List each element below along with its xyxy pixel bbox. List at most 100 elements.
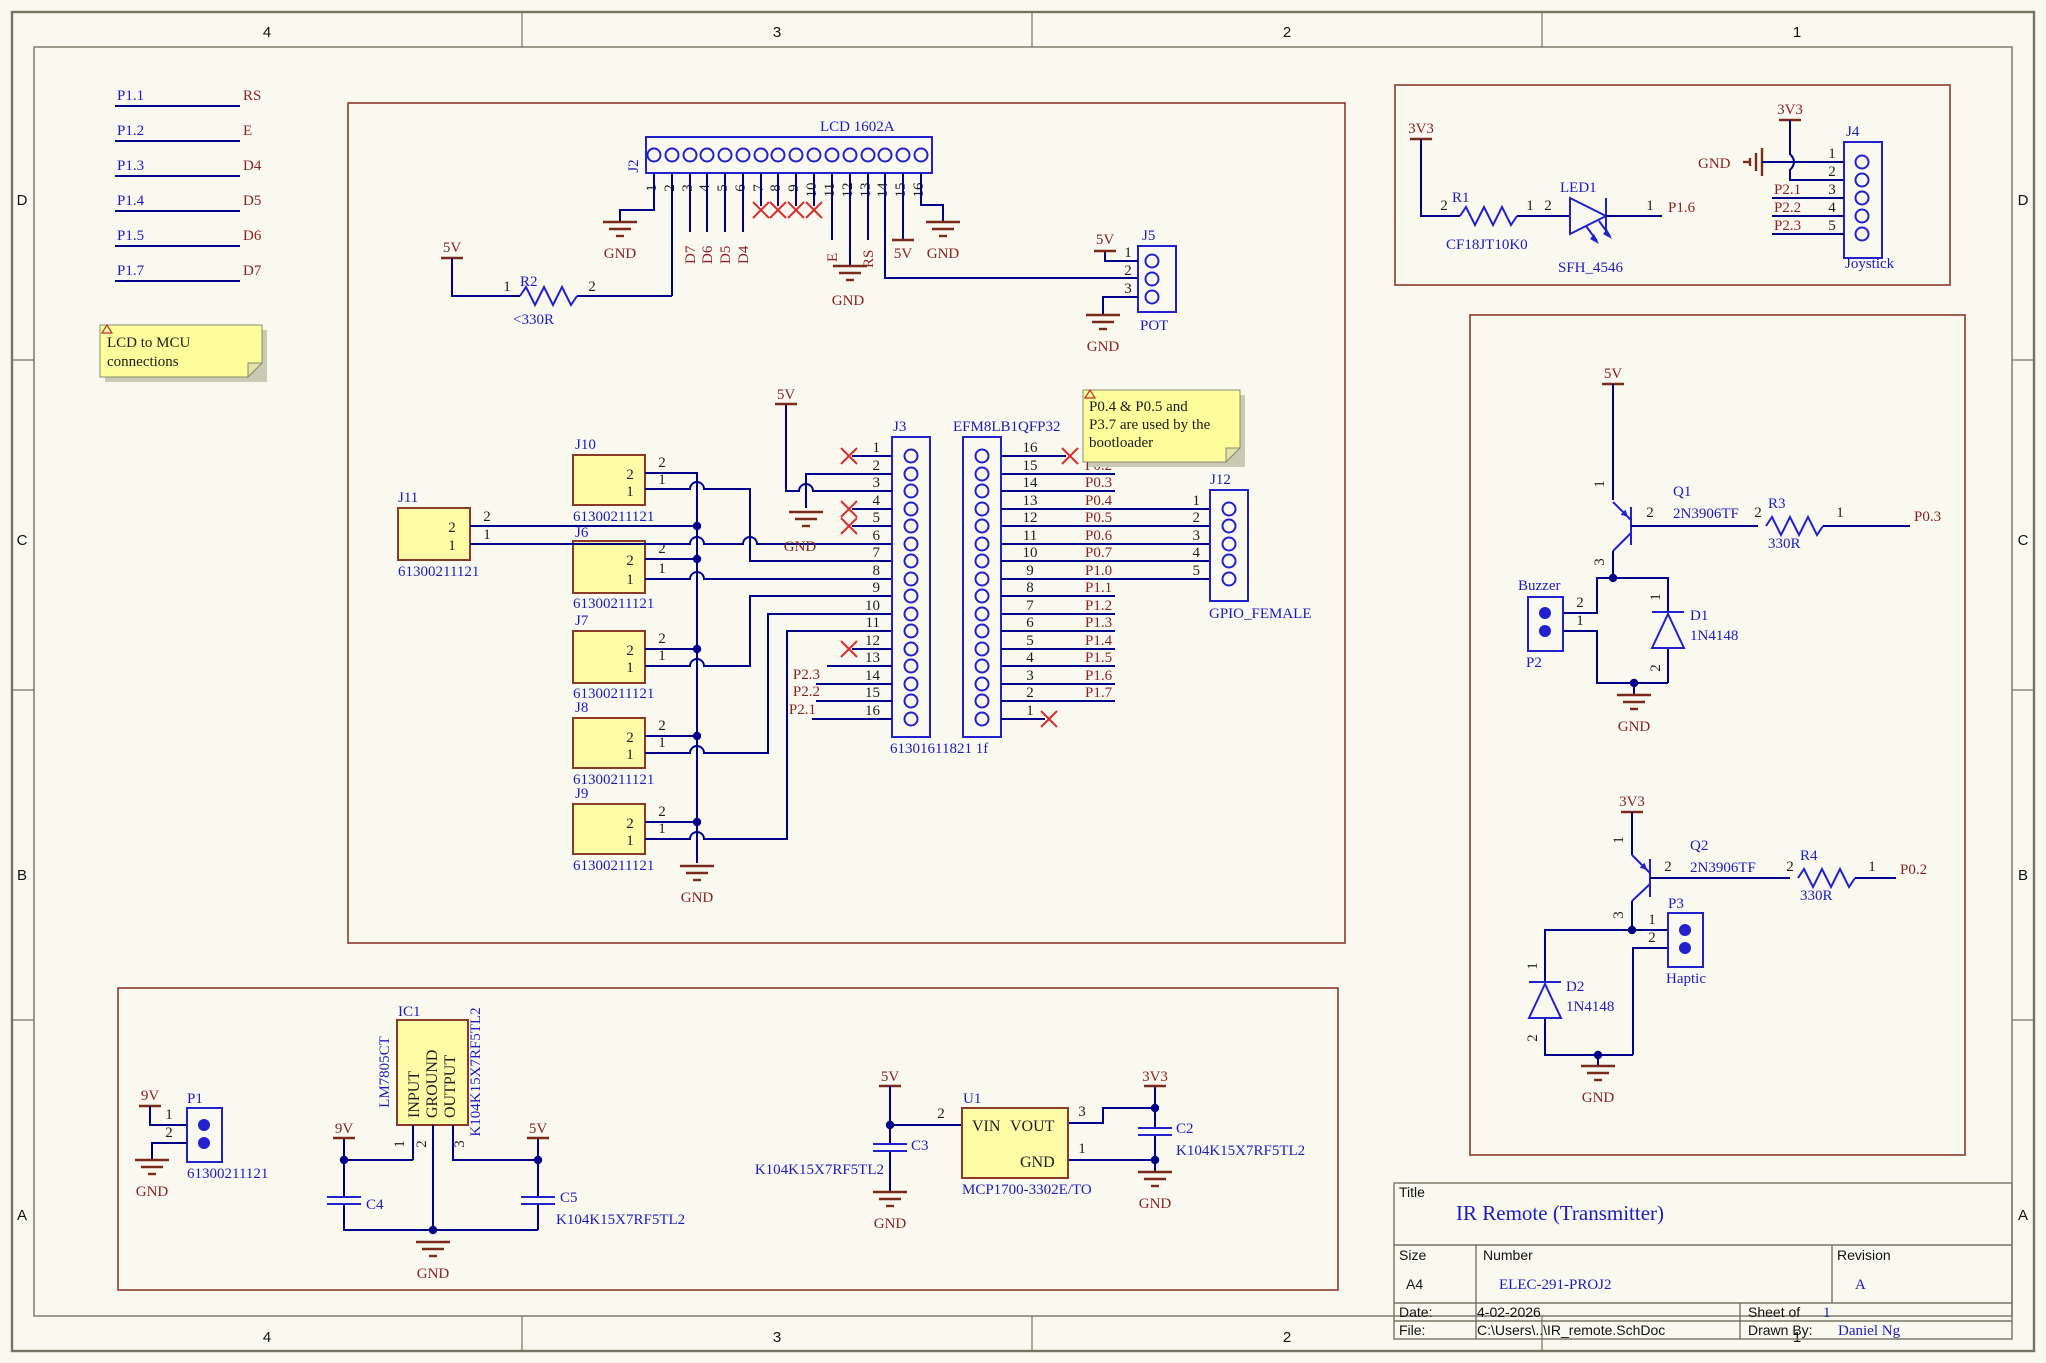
transistor-q2 [1631,854,1651,902]
svg-text:9: 9 [873,580,881,596]
svg-text:P3.7 are used by the: P3.7 are used by the [1089,417,1211,433]
svg-text:3: 3 [1193,528,1201,544]
button-connectors: J10 2 1 2 1 61300211121 J11 2 1 2 1 6130… [397,437,892,906]
svg-text:2: 2 [873,458,881,474]
svg-text:J9: J9 [575,786,588,802]
designator: J12 [1210,472,1231,488]
zone-col: 1 [1793,1329,1801,1346]
tb-drawn: Daniel Ng [1838,1323,1901,1339]
svg-text:15: 15 [865,685,880,701]
diode-d1: 1 2 [1648,593,1686,672]
tb-size: A4 [1406,1276,1423,1292]
pwr-9v: 9V [141,1088,160,1104]
pwr-5v: 5V [443,240,462,256]
tb-date: 4-02-2026 [1477,1304,1541,1320]
zone-row: D [2018,192,2029,209]
value: CF18JT10K0 [1446,237,1528,253]
svg-text:14: 14 [1023,475,1039,491]
net-name: D5 [243,193,261,209]
tb-rev-label: Revision [1837,1247,1891,1263]
net-name: E [243,123,252,139]
zone-col: 2 [1283,1329,1291,1346]
svg-text:P1.2: P1.2 [1085,598,1112,614]
efm8-net-labels: P0.2 P0.3 P0.4 P0.5 P0.6 P0.7 P1.0 P1.1 … [1085,458,1113,701]
net-label-rs: RS [861,250,877,268]
svg-text:12: 12 [1023,510,1038,526]
svg-text:P0.4: P0.4 [1085,493,1113,509]
net-label-d6: D6 [700,245,716,264]
cap-part: K104K15X7RF5TL2 [755,1162,884,1178]
svg-text:10: 10 [1023,545,1038,561]
svg-text:2: 2 [626,730,634,746]
j2-pin-numbers: 1 2 3 4 5 6 7 8 9 10 11 12 13 14 15 16 [644,182,927,198]
value: 2N3906TF [1690,860,1756,876]
svg-text:2: 2 [1026,685,1034,701]
svg-text:J10: J10 [575,437,596,453]
svg-text:3: 3 [1828,182,1836,198]
svg-text:P1.5: P1.5 [1085,650,1112,666]
note-bootloader: P0.4 & P0.5 and P3.7 are used by the boo… [1082,388,1245,467]
designator: IC1 [398,1004,421,1020]
net-label-d7: D7 [683,245,699,264]
svg-text:1: 1 [165,1107,173,1123]
part-name: EFM8LB1QFP32 [953,419,1061,435]
section-boxes [117,84,1966,1291]
svg-text:16: 16 [1023,440,1039,456]
gnd-label: GND [832,293,865,309]
svg-text:10: 10 [804,183,820,198]
haptic-loop-wires [1544,929,1668,1056]
gnd-label: GND [1698,156,1731,172]
svg-text:P0.4 & P0.5 and: P0.4 & P0.5 and [1089,399,1188,415]
transistor-q1 [1612,501,1632,552]
svg-text:1: 1 [626,747,634,763]
pwr-9v: 9V [335,1121,354,1137]
svg-text:1: 1 [1868,859,1876,875]
svg-text:2: 2 [662,184,678,192]
net-pin: P1.2 [117,123,144,139]
connector-j9: J9 2 1 2 1 61300211121 [572,786,666,874]
svg-text:14: 14 [865,668,881,684]
zone-row: A [17,1207,27,1224]
cap-c3 [873,1143,907,1152]
svg-text:2: 2 [937,1106,945,1122]
svg-text:2: 2 [658,718,666,734]
svg-text:16: 16 [865,703,881,719]
tb-size-label: Size [1399,1247,1426,1263]
net-label: P2.3 [793,667,820,683]
lcd-title: LCD 1602A [820,119,895,135]
haptic-driver: 3V3 1 2 Q2 2N3906TF 2 R4 330R 1 P0.2 3 1… [1525,794,1927,1106]
lcd-mcu-netlist: P1.1 RS P1.2 E P1.3 D4 P1.4 D5 P1.5 D6 P… [115,88,262,282]
svg-text:1: 1 [1648,912,1656,928]
title-block: Title IR Remote (Transmitter) Size A4 Nu… [1393,1182,2013,1340]
svg-text:1: 1 [658,561,666,577]
designator: U1 [963,1091,981,1107]
connector-j10: J10 2 1 2 1 61300211121 [572,437,666,525]
pwr-5v: 5V [529,1121,548,1137]
svg-text:61300211121: 61300211121 [573,686,654,702]
svg-text:61300211121: 61300211121 [573,596,654,612]
svg-text:2: 2 [626,467,634,483]
value: Buzzer [1518,578,1560,594]
svg-text:61300211121: 61300211121 [573,858,654,874]
svg-text:2: 2 [1440,198,1448,214]
pwr-5v: 5V [894,246,913,262]
j3-wires [785,404,892,720]
power-input-p1: 9V 1 P1 2 GND 61300211121 [133,1088,268,1200]
svg-text:4: 4 [1193,545,1201,561]
svg-text:3: 3 [680,184,696,192]
svg-text:1: 1 [873,440,881,456]
svg-text:5: 5 [1026,633,1034,649]
svg-text:2: 2 [1124,263,1132,279]
designator: P3 [1668,896,1684,912]
zone-row: B [2018,867,2028,884]
part-number: 61300211121 [187,1166,268,1182]
svg-text:1: 1 [1836,505,1844,521]
tb-file: C:\Users\..\IR_remote.SchDoc [1477,1322,1665,1338]
net-pin: P1.7 [117,263,145,279]
svg-text:7: 7 [751,184,767,192]
designator: D2 [1566,979,1584,995]
svg-text:4: 4 [1026,650,1034,666]
svg-text:6: 6 [873,528,881,544]
svg-text:3: 3 [1592,558,1608,566]
